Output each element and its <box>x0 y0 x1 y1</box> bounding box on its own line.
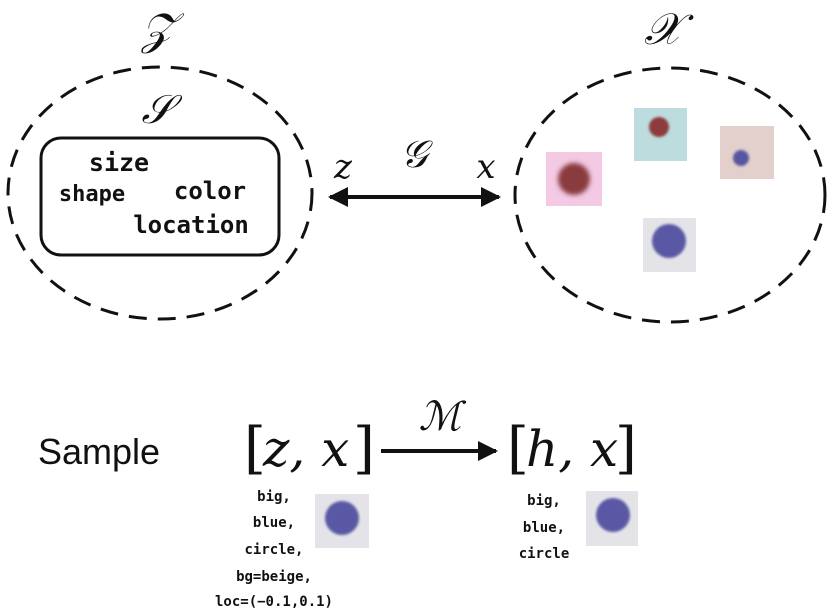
generator-group: z 𝒢 x <box>328 132 501 207</box>
sample-row: Sample [ z, x ] ℳ [ h, x ] big, blue, ci… <box>38 394 638 610</box>
generator-symbol: 𝒢 <box>400 132 433 176</box>
z-attr-shape: circle, <box>244 542 303 558</box>
subset-label: 𝒮 <box>142 87 183 133</box>
left-close-bracket: ] <box>353 416 375 481</box>
z-attribute-list: big, blue, circle, bg=beige, loc=(−0.1,0… <box>215 489 333 610</box>
factor-shape: shape <box>59 182 125 207</box>
left-open-bracket: [ <box>244 416 266 481</box>
right-close-bracket: ] <box>615 416 637 481</box>
latent-space-label: 𝒵 <box>140 4 185 55</box>
image-space-label: 𝒳 <box>644 4 694 55</box>
latent-space-group: 𝒵 𝒮 size shape color location <box>6 4 314 321</box>
h-thumbnail <box>586 491 638 546</box>
factor-location: location <box>133 211 249 239</box>
image-sample-pink <box>546 152 602 206</box>
factor-color: color <box>174 177 246 205</box>
right-open-bracket: [ <box>507 416 529 481</box>
sample-label: Sample <box>38 431 160 472</box>
h-attr-size: big, <box>527 493 561 509</box>
image-space-ellipse <box>513 66 827 324</box>
z-attr-bg: bg=beige, <box>236 569 312 585</box>
image-sample-beige <box>720 126 774 179</box>
image-space-group: 𝒳 <box>513 4 827 324</box>
latent-space-ellipse <box>6 65 314 321</box>
z-thumbnail <box>315 494 369 548</box>
left-tuple-vars: z, x <box>262 420 349 478</box>
h-attribute-list: big, blue, circle <box>519 493 570 562</box>
factor-box <box>39 136 281 257</box>
h-attr-color: blue, <box>523 520 565 536</box>
generator-right-var: x <box>476 147 495 187</box>
z-attr-loc: loc=(−0.1,0.1) <box>215 594 333 610</box>
model-symbol: ℳ <box>419 394 467 440</box>
z-attr-size: big, <box>257 489 291 505</box>
factor-size: size <box>89 148 149 177</box>
image-sample-grey <box>643 218 696 272</box>
image-sample-blue <box>634 108 687 161</box>
z-attr-color: blue, <box>253 515 295 531</box>
h-attr-shape: circle <box>519 546 570 562</box>
generator-left-var: z <box>333 147 353 187</box>
right-tuple-vars: h, x <box>526 420 618 478</box>
